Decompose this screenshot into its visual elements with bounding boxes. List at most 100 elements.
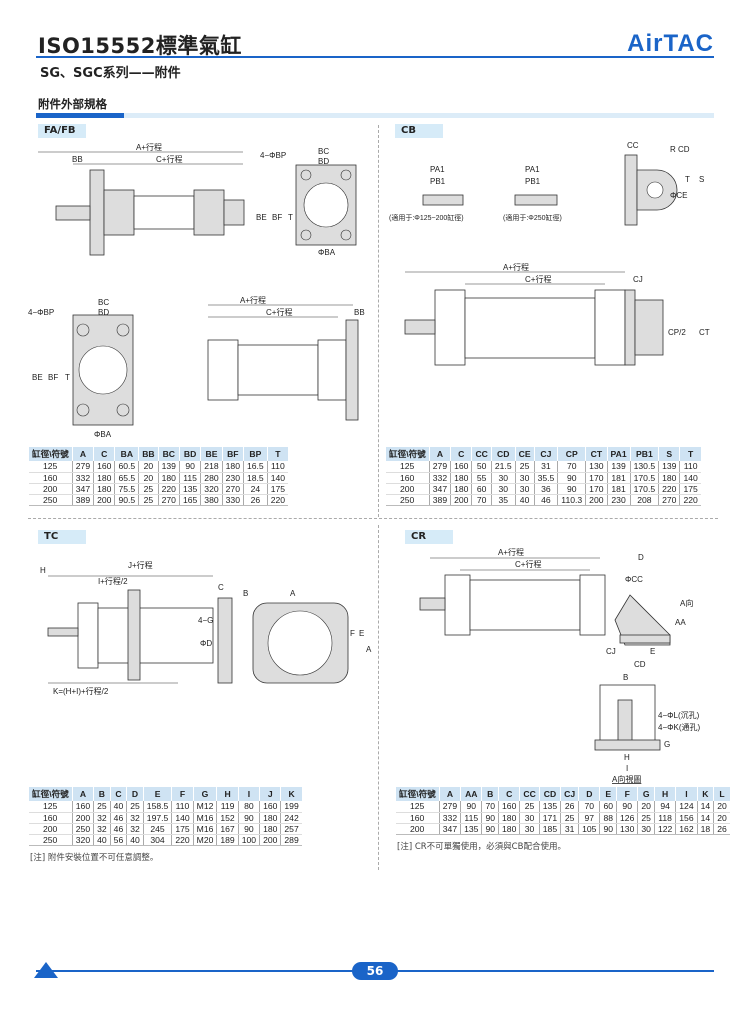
column-header: A — [428, 447, 451, 461]
dimension-label: BC — [318, 147, 329, 156]
column-header: F — [171, 787, 194, 801]
drawing-shape — [116, 403, 130, 417]
table-cell: 140 — [266, 472, 289, 484]
column-header: PA1 — [606, 447, 631, 461]
table-cell: 20 — [713, 812, 730, 824]
dimension-label: A+行程 — [240, 295, 266, 305]
column-header: PB1 — [629, 447, 659, 461]
dimension-label: A向 — [680, 598, 693, 608]
drawing-shape — [300, 229, 312, 241]
tc-tag: TC — [38, 530, 86, 544]
column-header: E — [599, 787, 617, 801]
table-cell: 139 — [157, 461, 180, 473]
table-cell: 160 — [385, 472, 430, 484]
table-cell: 100 — [237, 834, 260, 846]
drawing-shape — [103, 189, 135, 236]
table-cell: 175 — [171, 823, 194, 835]
dimension-label: BB — [72, 155, 83, 164]
table-cell: 20 — [637, 801, 655, 813]
dimension-label: J+行程 — [128, 560, 153, 570]
table-cell: 162 — [675, 823, 698, 835]
column-header: D — [126, 787, 144, 801]
table-cell: 125 — [395, 801, 440, 813]
dimension-label: BE — [256, 213, 267, 222]
table-cell: 160 — [28, 812, 73, 824]
table-cell: 90 — [616, 801, 638, 813]
table-cell: 25 — [560, 812, 579, 824]
drawing-shape — [444, 574, 471, 636]
column-header: 缸徑\符號 — [28, 787, 73, 801]
table-cell: 279 — [428, 461, 451, 473]
table-cell: 220 — [266, 494, 289, 506]
drawing-shape — [579, 574, 606, 636]
dimension-label: ΦBA — [94, 430, 112, 439]
table-cell: 16.5 — [242, 461, 268, 473]
table-cell: 170 — [585, 472, 608, 484]
dimension-label: T — [288, 213, 293, 222]
drawing-shape — [76, 403, 90, 417]
table-cell: 115 — [460, 812, 482, 824]
table-cell: 56 — [109, 834, 127, 846]
table-cell: 80 — [237, 801, 260, 813]
table-cell: 46 — [109, 823, 127, 835]
tc-note: [注] 附件安裝位置不可任意調整。 — [30, 853, 159, 863]
table-cell: 25 — [514, 461, 535, 473]
column-header: K — [280, 787, 302, 801]
table-cell: 220 — [679, 494, 701, 506]
column-header: C — [109, 787, 127, 801]
table-cell: 160 — [395, 812, 440, 824]
table-cell: 94 — [653, 801, 676, 813]
table-cell: 31 — [533, 461, 558, 473]
drawing-shape — [76, 323, 90, 337]
table-cell: 126 — [616, 812, 638, 824]
drawing-shape — [340, 229, 352, 241]
drawing-shape — [514, 194, 558, 206]
table-cell: 21.5 — [490, 461, 516, 473]
table-cell: 270 — [658, 494, 680, 506]
table-cell: 130.5 — [629, 461, 659, 473]
table-cell: 40 — [93, 834, 111, 846]
column-header: S — [658, 447, 680, 461]
cr-tag: CR — [405, 530, 453, 544]
table-cell: 332 — [438, 812, 461, 824]
table-cell: 70 — [557, 461, 586, 473]
table-cell: 175 — [679, 483, 701, 495]
dimension-label: E — [650, 647, 655, 656]
table-cell: 46 — [109, 812, 127, 824]
table-cell: 304 — [142, 834, 172, 846]
dimension-label: A+行程 — [136, 142, 162, 152]
column-header: CP — [557, 447, 586, 461]
table-cell: 200 — [259, 834, 281, 846]
drawing-shape — [464, 297, 596, 359]
table-cell: 250 — [28, 494, 73, 506]
drawing-shape — [434, 289, 466, 366]
column-header: K — [696, 787, 714, 801]
table-cell: 30 — [637, 823, 655, 835]
dimension-label: BD — [98, 308, 109, 317]
table-cell: 55 — [471, 472, 492, 484]
table-cell: 18.5 — [242, 472, 268, 484]
table-cell: 180 — [157, 472, 180, 484]
table-cell: 125 — [385, 461, 430, 473]
table-cell: 330 — [221, 494, 244, 506]
dimension-label: C+行程 — [156, 154, 182, 164]
dimension-label: G — [664, 740, 670, 749]
table-cell: 139 — [658, 461, 680, 473]
dimension-label: 4−ΦBP — [260, 151, 286, 160]
dimension-label: 4−G — [198, 616, 213, 625]
table-cell: 389 — [428, 494, 451, 506]
column-header: D — [578, 787, 600, 801]
table-cell: 115 — [178, 472, 201, 484]
table-cell: 60 — [471, 483, 492, 495]
table-cell: 320 — [71, 834, 94, 846]
table-cell: 25 — [138, 483, 159, 495]
table-cell: 180 — [658, 472, 680, 484]
dimension-label: BD — [318, 157, 329, 166]
